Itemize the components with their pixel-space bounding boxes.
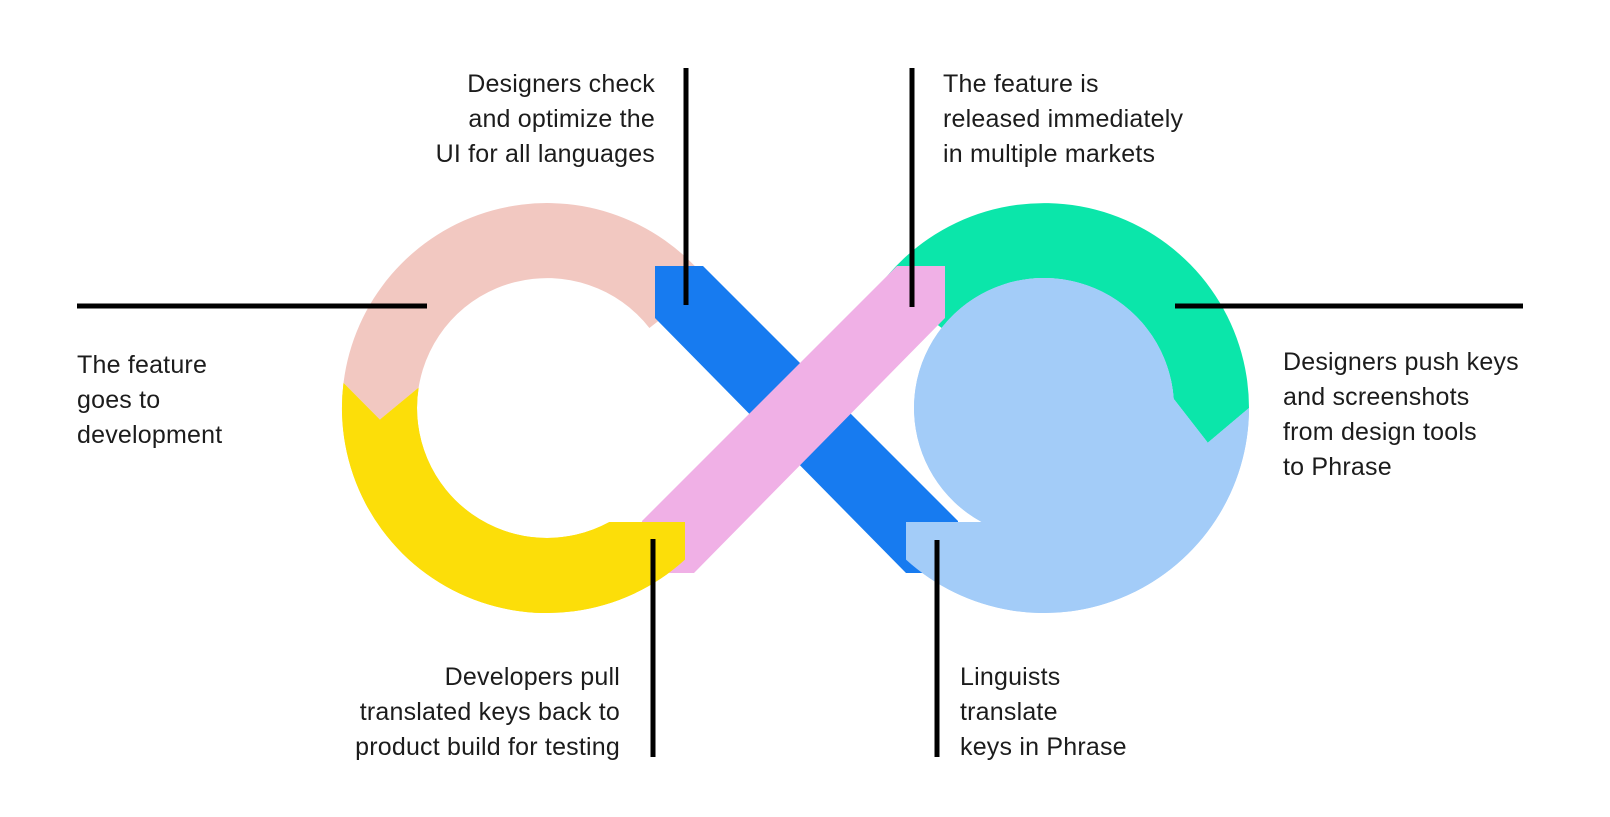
label-line: and screenshots <box>1283 383 1470 411</box>
label-line: translate <box>960 698 1058 726</box>
label-line: The feature <box>77 351 208 379</box>
label-line: keys in Phrase <box>960 733 1127 761</box>
label-line: development <box>77 421 223 449</box>
label-line: to Phrase <box>1283 453 1392 481</box>
label-developers-pull: Developers pull translated keys back to … <box>355 660 620 765</box>
label-line: translated keys back to <box>359 698 620 726</box>
lightblue-arc-overlap-patch <box>906 277 1249 614</box>
label-designers-check: Designers check and optimize the UI for … <box>436 67 655 172</box>
label-line: Designers push keys <box>1283 348 1519 376</box>
label-line: product build for testing <box>355 733 620 761</box>
label-designers-push-keys: Designers push keys and screenshots from… <box>1283 345 1519 485</box>
label-line: and optimize the <box>468 105 655 133</box>
label-linguists-translate: Linguists translate keys in Phrase <box>960 660 1127 765</box>
label-line: Designers check <box>467 70 655 98</box>
label-line: The feature is <box>943 70 1099 98</box>
lavender-crossing-band <box>642 266 945 573</box>
label-line: goes to <box>77 386 161 414</box>
label-feature-released: The feature is released immediately in m… <box>943 67 1183 172</box>
label-line: Linguists <box>960 663 1061 691</box>
label-line: Developers pull <box>444 663 620 691</box>
label-feature-development: The feature goes to development <box>77 348 222 453</box>
label-line: from design tools <box>1283 418 1477 446</box>
label-line: UI for all languages <box>435 140 655 168</box>
label-line: released immediately <box>943 105 1184 133</box>
green-arc-segment <box>882 203 1249 443</box>
salmon-arc-segment <box>343 203 709 420</box>
yellow-arc-overlap-patch <box>341 383 685 614</box>
label-line: in multiple markets <box>943 140 1156 168</box>
